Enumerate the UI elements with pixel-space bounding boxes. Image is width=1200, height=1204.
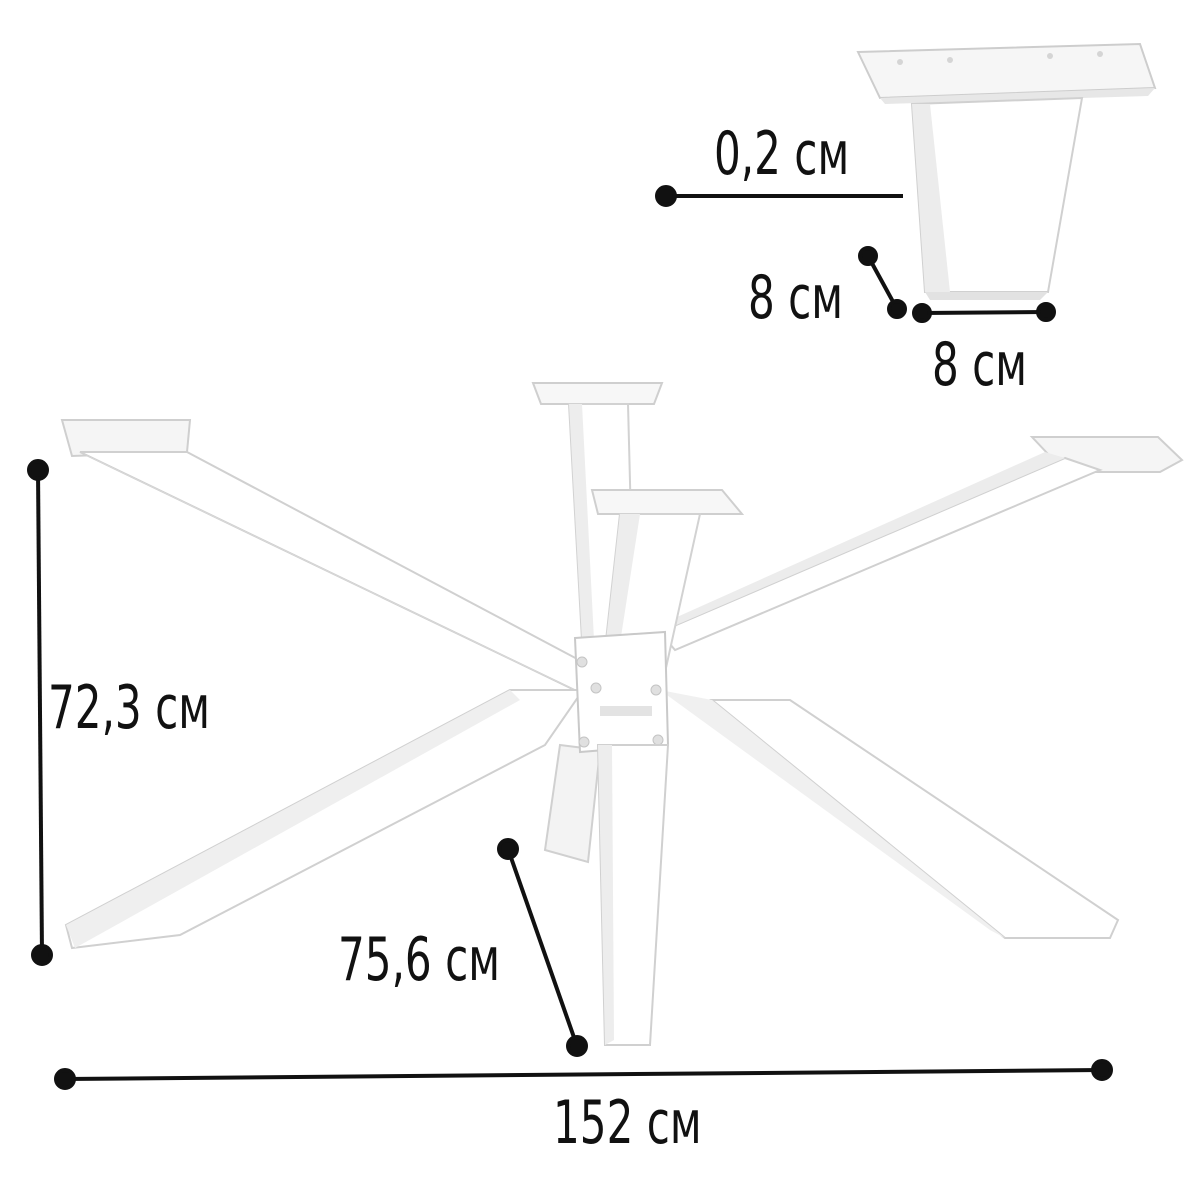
leg-dimension-line xyxy=(506,848,579,1047)
beam-right-upper xyxy=(648,436,1184,652)
front-leg xyxy=(596,744,670,1046)
height-dimension-start-dot xyxy=(27,459,49,481)
leg-length-label: 75,6 см xyxy=(338,925,500,995)
width-dimension-end-dot xyxy=(1036,302,1056,322)
center-hub xyxy=(573,630,670,754)
depth-dimension-line xyxy=(866,255,899,310)
dimension-lines xyxy=(27,185,1113,1090)
profile-detail xyxy=(856,42,1157,300)
length-dimension-end-dot xyxy=(1091,1059,1113,1081)
leg-dimension-end-dot xyxy=(566,1035,588,1057)
profile-width-label: 8 см xyxy=(932,330,1028,400)
height-label: 72,3 см xyxy=(48,673,210,743)
length-dimension-line xyxy=(64,1068,1103,1081)
leg-dimension-start-dot xyxy=(497,838,519,860)
height-dimension-line xyxy=(36,469,44,956)
width-dimension-start-dot xyxy=(912,303,932,323)
wall-thickness-label: 0,2 см xyxy=(714,119,850,189)
thickness-dimension-dot xyxy=(655,185,677,207)
profile-depth-label: 8 см xyxy=(748,263,844,333)
length-dimension-start-dot xyxy=(54,1068,76,1090)
back-lower-stub xyxy=(543,743,602,864)
beam-right-lower xyxy=(660,690,1120,939)
length-label: 152 см xyxy=(553,1088,702,1158)
height-dimension-end-dot xyxy=(31,944,53,966)
depth-dimension-end-dot xyxy=(887,299,907,319)
width-dimension-line xyxy=(921,310,1047,315)
depth-dimension-start-dot xyxy=(858,246,878,266)
beam-left-upper xyxy=(60,419,600,697)
